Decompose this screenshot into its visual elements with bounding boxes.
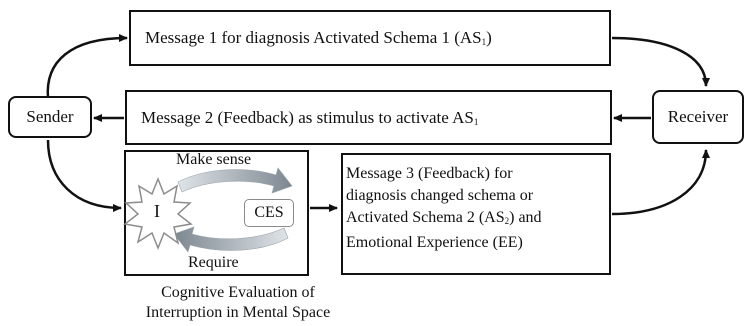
message2-text: Message 2 (Feedback) as stimulus to acti… <box>141 107 479 127</box>
caption-line1: Cognitive Evaluation of <box>161 284 315 301</box>
arrow-message1-to-receiver <box>611 36 710 87</box>
receiver-label: Receiver <box>667 107 729 126</box>
caption-line2: Interruption in Mental Space <box>145 304 331 321</box>
message3-text: Message 3 (Feedback) for diagnosis chang… <box>346 163 542 254</box>
message3-box <box>341 153 611 275</box>
message1-box: Message 1 for diagnosis Activated Schema… <box>129 10 611 66</box>
arrow-sender-to-evaluation <box>46 139 122 212</box>
interruption-label: I <box>154 201 160 221</box>
make-sense-label: Make sense <box>176 151 252 168</box>
message3-line1: Message 3 (Feedback) for <box>346 165 513 182</box>
require-label: Require <box>188 254 239 271</box>
message2-box: Message 2 (Feedback) as stimulus to acti… <box>125 90 612 145</box>
ces-label: CES <box>254 204 284 221</box>
arrow-message3-to-receiver <box>611 149 710 216</box>
receiver-node: Receiver <box>652 90 744 144</box>
message1-text: Message 1 for diagnosis Activated Schema… <box>145 28 492 47</box>
message3-line3: Activated Schema 2 (AS2) and <box>346 209 542 226</box>
ces-box: CES <box>244 199 294 227</box>
arrow-sender-to-message1 <box>46 34 128 99</box>
evaluation-caption: Cognitive Evaluation of Interruption in … <box>118 283 358 323</box>
sender-node: Sender <box>8 96 92 138</box>
message3-line2: diagnosis changed schema or <box>346 187 534 204</box>
message3-line4: Emotional Experience (EE) <box>346 234 523 251</box>
sender-label: Sender <box>26 107 74 126</box>
